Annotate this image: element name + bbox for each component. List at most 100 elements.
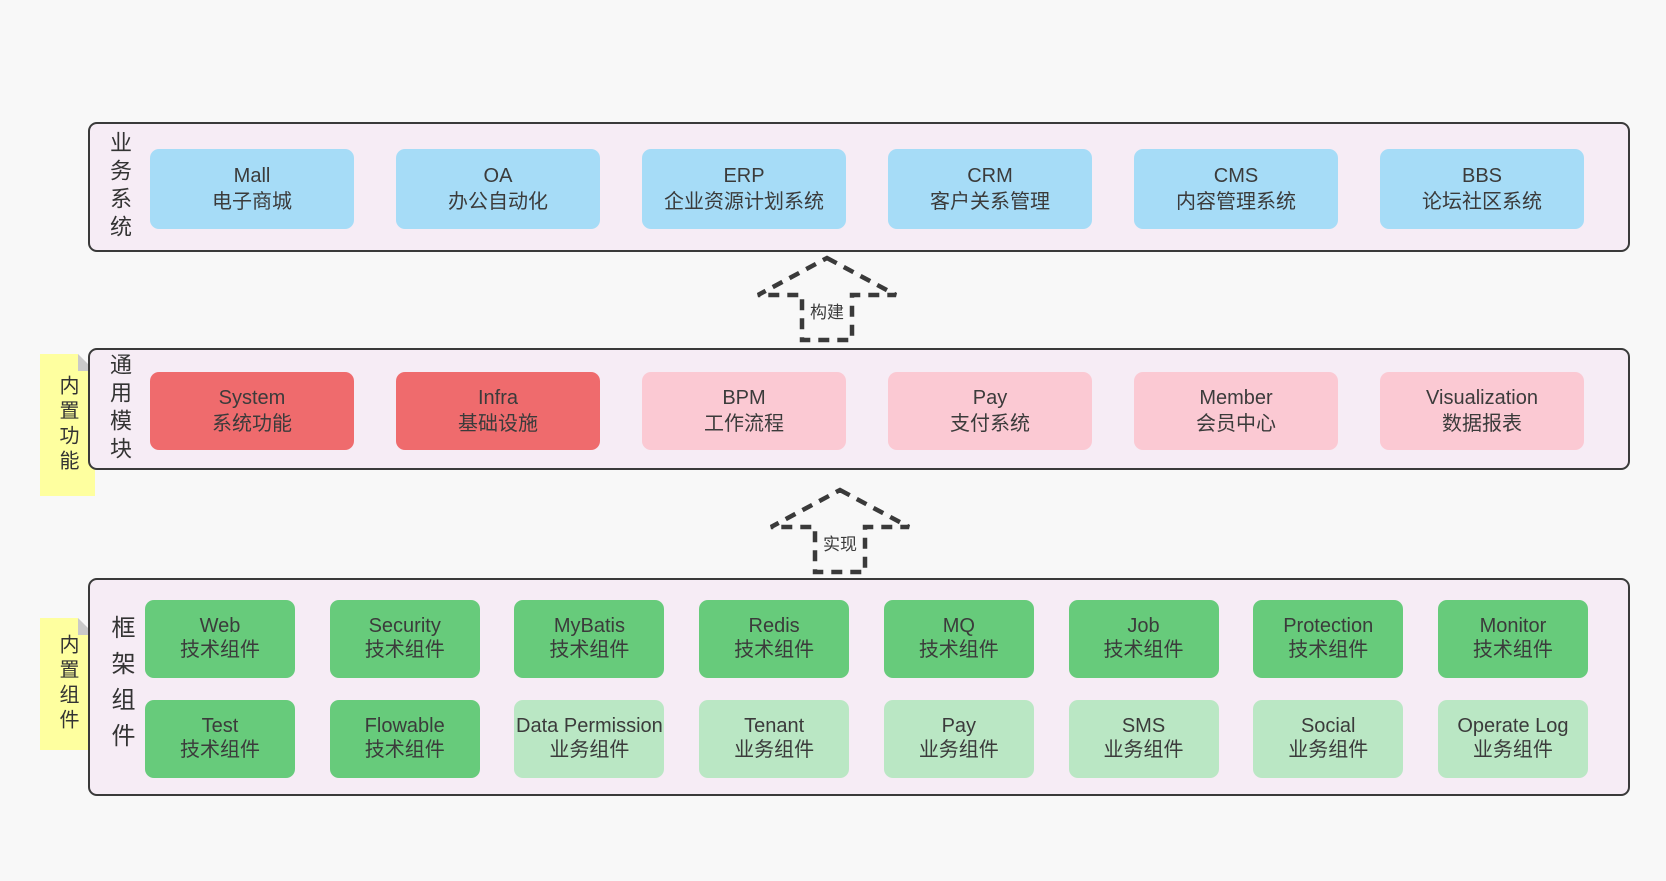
box-tenant: Tenant 业务组件 bbox=[699, 700, 850, 778]
box-subtitle: 技术组件 bbox=[734, 639, 815, 661]
sticky-note-label: 内置组件 bbox=[56, 634, 78, 734]
box-crm: CRM 客户关系管理 bbox=[888, 149, 1092, 229]
box-title: Job bbox=[1127, 615, 1160, 638]
box-subtitle: 技术组件 bbox=[364, 739, 445, 761]
box-title: CMS bbox=[1213, 165, 1259, 187]
box-subtitle: 支付系统 bbox=[950, 413, 1030, 435]
box-title: Member bbox=[1199, 387, 1273, 409]
box-title: Tenant bbox=[744, 715, 805, 738]
box-title: Web bbox=[199, 615, 241, 638]
box-title: Pay bbox=[972, 387, 1008, 409]
box-subtitle: 技术组件 bbox=[1103, 639, 1184, 661]
box-title: OA bbox=[483, 165, 513, 187]
box-social: Social 业务组件 bbox=[1253, 700, 1404, 778]
framework-box-row-1: Web 技术组件 Security 技术组件 MyBatis 技术组件 Redi… bbox=[145, 600, 1588, 678]
box-oa: OA 办公自动化 bbox=[396, 149, 600, 229]
layer-common-modules: 通用模块 System 系统功能 Infra 基础设施 BPM 工作流程 Pay… bbox=[88, 348, 1630, 470]
box-mybatis: MyBatis 技术组件 bbox=[514, 600, 665, 678]
box-pay-component: Pay 业务组件 bbox=[883, 700, 1034, 778]
box-title: Redis bbox=[748, 615, 800, 638]
box-title: Pay bbox=[941, 715, 977, 738]
box-flowable: Flowable 技术组件 bbox=[329, 700, 480, 778]
box-bpm: BPM 工作流程 bbox=[642, 372, 846, 450]
arrow-build-label: 构建 bbox=[805, 297, 849, 324]
layer-business-systems: 业务系统 Mall 电子商城 OA 办公自动化 ERP 企业资源计划系统 CRM… bbox=[88, 122, 1630, 252]
box-title: Monitor bbox=[1479, 615, 1547, 638]
box-cms: CMS 内容管理系统 bbox=[1134, 149, 1338, 229]
sticky-note-builtin-features: 内置功能 bbox=[40, 354, 95, 496]
box-sms: SMS 业务组件 bbox=[1068, 700, 1219, 778]
modules-box-row: System 系统功能 Infra 基础设施 BPM 工作流程 Pay 支付系统… bbox=[150, 372, 1584, 450]
box-subtitle: 业务组件 bbox=[1288, 739, 1369, 761]
box-title: Protection bbox=[1283, 615, 1374, 638]
box-system: System 系统功能 bbox=[150, 372, 354, 450]
box-operate-log: Operate Log 业务组件 bbox=[1437, 700, 1588, 778]
box-redis: Redis 技术组件 bbox=[699, 600, 850, 678]
box-subtitle: 电子商城 bbox=[212, 191, 292, 213]
box-subtitle: 技术组件 bbox=[180, 739, 260, 761]
box-mq: MQ 技术组件 bbox=[883, 600, 1034, 678]
box-title: Visualization bbox=[1426, 387, 1538, 409]
box-subtitle: 会员中心 bbox=[1196, 413, 1276, 435]
box-subtitle: 技术组件 bbox=[180, 639, 260, 661]
box-subtitle: 技术组件 bbox=[549, 639, 630, 661]
box-subtitle: 技术组件 bbox=[918, 639, 999, 661]
box-title: Infra bbox=[477, 387, 519, 409]
box-title: Operate Log bbox=[1457, 715, 1569, 738]
box-member: Member 会员中心 bbox=[1134, 372, 1338, 450]
box-title: Data Permission bbox=[516, 715, 663, 738]
box-mall: Mall 电子商城 bbox=[150, 149, 354, 229]
box-monitor: Monitor 技术组件 bbox=[1437, 600, 1588, 678]
box-subtitle: 技术组件 bbox=[364, 639, 445, 661]
box-subtitle: 业务组件 bbox=[1472, 739, 1553, 761]
box-erp: ERP 企业资源计划系统 bbox=[642, 149, 846, 229]
box-protection: Protection 技术组件 bbox=[1253, 600, 1404, 678]
box-subtitle: 办公自动化 bbox=[448, 191, 548, 213]
box-subtitle: 业务组件 bbox=[734, 739, 815, 761]
box-title: MyBatis bbox=[553, 615, 625, 638]
box-data-permission: Data Permission 业务组件 bbox=[514, 700, 665, 778]
box-title: Social bbox=[1300, 715, 1356, 738]
box-subtitle: 内容管理系统 bbox=[1176, 191, 1296, 213]
box-subtitle: 技术组件 bbox=[1288, 639, 1369, 661]
box-test: Test 技术组件 bbox=[145, 700, 295, 778]
box-job: Job 技术组件 bbox=[1068, 600, 1219, 678]
box-subtitle: 企业资源计划系统 bbox=[664, 191, 824, 213]
layer-modules-label: 通用模块 bbox=[107, 353, 132, 465]
layer-business-label: 业务系统 bbox=[107, 131, 132, 243]
box-subtitle: 论坛社区系统 bbox=[1422, 191, 1542, 213]
box-title: BBS bbox=[1461, 165, 1503, 187]
box-subtitle: 业务组件 bbox=[1103, 739, 1184, 761]
up-arrow-build-icon: 构建 bbox=[755, 254, 899, 344]
box-infra: Infra 基础设施 bbox=[396, 372, 600, 450]
box-subtitle: 业务组件 bbox=[918, 739, 999, 761]
box-subtitle: 基础设施 bbox=[458, 413, 538, 435]
box-title: SMS bbox=[1121, 715, 1166, 738]
sticky-note-label: 内置功能 bbox=[56, 375, 78, 475]
box-title: Mall bbox=[233, 165, 271, 187]
box-title: BPM bbox=[722, 387, 766, 409]
box-subtitle: 技术组件 bbox=[1472, 639, 1553, 661]
up-arrow-implement-icon: 实现 bbox=[768, 486, 912, 576]
business-box-row: Mall 电子商城 OA 办公自动化 ERP 企业资源计划系统 CRM 客户关系… bbox=[150, 149, 1584, 229]
box-web: Web 技术组件 bbox=[145, 600, 295, 678]
box-title: Test bbox=[201, 715, 239, 738]
sticky-note-builtin-components: 内置组件 bbox=[40, 618, 95, 750]
box-title: System bbox=[218, 387, 286, 409]
box-title: Flowable bbox=[364, 715, 445, 738]
box-subtitle: 系统功能 bbox=[212, 413, 292, 435]
layer-framework-label: 框架组件 bbox=[107, 615, 134, 759]
box-title: ERP bbox=[723, 165, 765, 187]
box-title: MQ bbox=[942, 615, 975, 638]
box-pay-system: Pay 支付系统 bbox=[888, 372, 1092, 450]
box-title: CRM bbox=[967, 165, 1013, 187]
layer-framework-components: 框架组件 Web 技术组件 Security 技术组件 MyBatis 技术组件… bbox=[88, 578, 1630, 796]
box-security: Security 技术组件 bbox=[329, 600, 480, 678]
box-subtitle: 工作流程 bbox=[704, 413, 784, 435]
arrow-implement-label: 实现 bbox=[818, 529, 862, 556]
box-subtitle: 客户关系管理 bbox=[930, 191, 1050, 213]
box-title: Security bbox=[368, 615, 441, 638]
box-bbs: BBS 论坛社区系统 bbox=[1380, 149, 1584, 229]
box-subtitle: 数据报表 bbox=[1442, 413, 1522, 435]
